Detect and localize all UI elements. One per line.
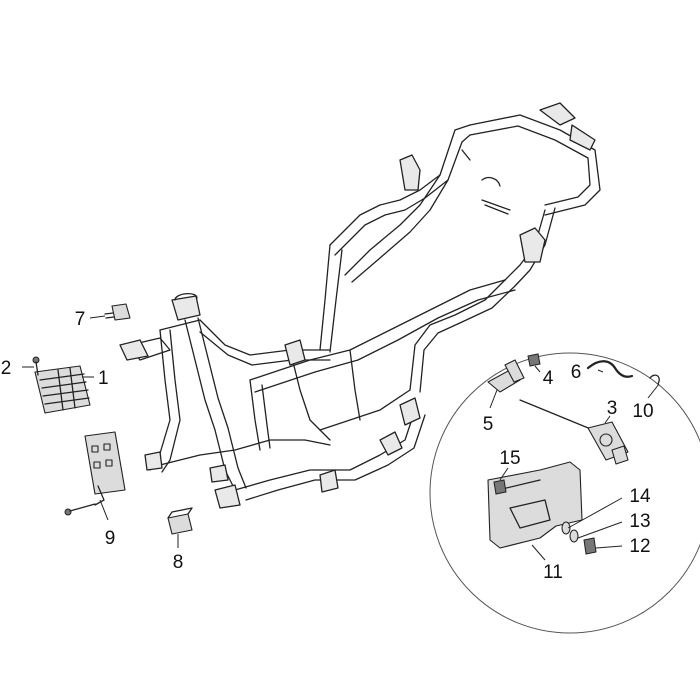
bracket-plate-part-9 xyxy=(84,431,126,506)
leader-lines xyxy=(22,315,660,561)
callout-12: 12 xyxy=(629,536,650,557)
callout-5: 5 xyxy=(483,414,494,435)
screw-part-2 xyxy=(32,356,40,376)
scooter-frame xyxy=(119,102,601,509)
callout-9: 9 xyxy=(105,528,116,549)
callout-1: 1 xyxy=(98,368,109,389)
relay-part-7 xyxy=(104,303,131,321)
callout-2: 2 xyxy=(1,358,12,379)
callout-13: 13 xyxy=(629,511,650,532)
callout-6: 6 xyxy=(571,362,582,383)
callout-7: 7 xyxy=(75,309,86,330)
callout-11: 11 xyxy=(543,562,563,583)
detail-inset xyxy=(429,352,700,634)
callout-4: 4 xyxy=(543,368,554,389)
regulator-rectifier-part xyxy=(34,365,91,414)
callout-labels: 1 2 3 4 5 6 7 8 9 10 11 12 13 14 15 xyxy=(1,309,654,583)
connector-part-8 xyxy=(167,507,193,535)
callout-10: 10 xyxy=(632,401,653,422)
callout-8: 8 xyxy=(173,552,184,573)
callout-3: 3 xyxy=(607,398,618,419)
bolt-part xyxy=(64,503,96,516)
callout-15: 15 xyxy=(499,448,520,469)
callout-14: 14 xyxy=(629,486,651,507)
